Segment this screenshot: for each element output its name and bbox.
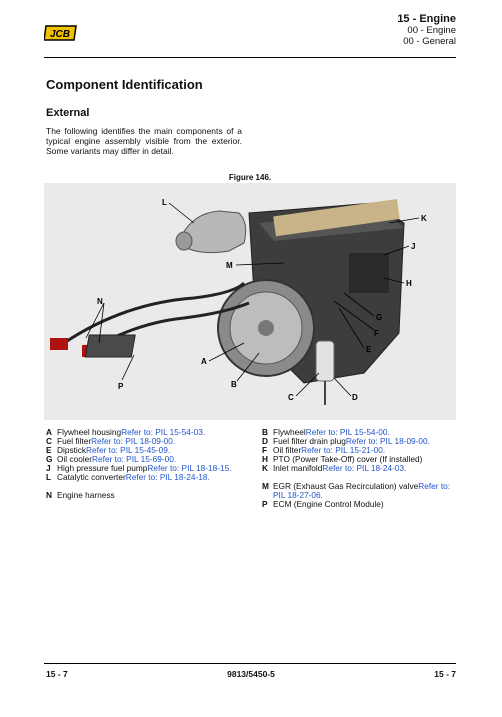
callout-b: B: [231, 380, 237, 389]
callout-m: M: [226, 261, 233, 270]
ecm-shape: [84, 334, 136, 358]
header-divider: [44, 57, 456, 58]
link-l[interactable]: Refer to: PIL 18-24-18.: [125, 472, 210, 482]
link-g[interactable]: Refer to: PIL 15-69-00.: [92, 454, 177, 464]
engine-figure: L K J H M N G F E A B C D P: [44, 183, 456, 420]
section-sub1: 00 - Engine: [407, 25, 456, 36]
link-m[interactable]: Refer to: PIL 18-27-06.: [273, 481, 451, 500]
link-k[interactable]: Refer to: PIL 18-24-03.: [322, 463, 407, 473]
link-f[interactable]: Refer to: PIL 15-21-00.: [301, 445, 386, 455]
section-title: 15 - Engine: [397, 13, 456, 25]
callout-d: D: [352, 393, 358, 402]
page-title: Component Identification: [46, 77, 203, 92]
callout-l: L: [162, 198, 167, 207]
page-number-right: 15 - 7: [434, 669, 456, 679]
link-c[interactable]: Refer to: PIL 18-09-00.: [91, 436, 176, 446]
brand-text: JCB: [50, 29, 70, 40]
flywheel-shape: [217, 279, 315, 377]
callout-j: J: [411, 242, 415, 251]
figure-caption: Figure 146.: [228, 173, 272, 182]
footer-divider: [44, 663, 456, 664]
link-d[interactable]: Refer to: PIL 18-09-00.: [345, 436, 430, 446]
catalytic-converter-shape: [175, 210, 247, 254]
fuel-filter-shape: [315, 340, 335, 405]
intro-paragraph: The following identifies the main compon…: [46, 126, 242, 156]
page-number-left: 15 - 7: [46, 669, 68, 679]
callout-h: H: [406, 279, 412, 288]
link-a[interactable]: Refer to: PIL 15-54-03.: [121, 427, 206, 437]
callout-e: E: [366, 345, 372, 354]
callout-g: G: [376, 313, 382, 322]
section-sub2: 00 - General: [403, 36, 456, 47]
jcb-logo: JCB: [43, 24, 78, 47]
link-b[interactable]: Refer to: PIL 15-54-00.: [305, 427, 390, 437]
link-j[interactable]: Refer to: PIL 18-18-15.: [147, 463, 232, 473]
callout-c: C: [288, 393, 294, 402]
link-e[interactable]: Refer to: PIL 15-45-09.: [86, 445, 171, 455]
callout-k: K: [421, 214, 427, 223]
page-subtitle: External: [46, 107, 90, 119]
document-number: 9813/5450-5: [227, 669, 275, 679]
section-header: 15 - Engine 00 - Engine 00 - General: [397, 13, 456, 48]
engine-illustration: L K J H M N G F E A B C D P: [50, 198, 427, 405]
callout-f: F: [374, 329, 379, 338]
callout-n: N: [97, 297, 103, 306]
callout-p: P: [118, 382, 124, 391]
callout-a: A: [201, 357, 207, 366]
